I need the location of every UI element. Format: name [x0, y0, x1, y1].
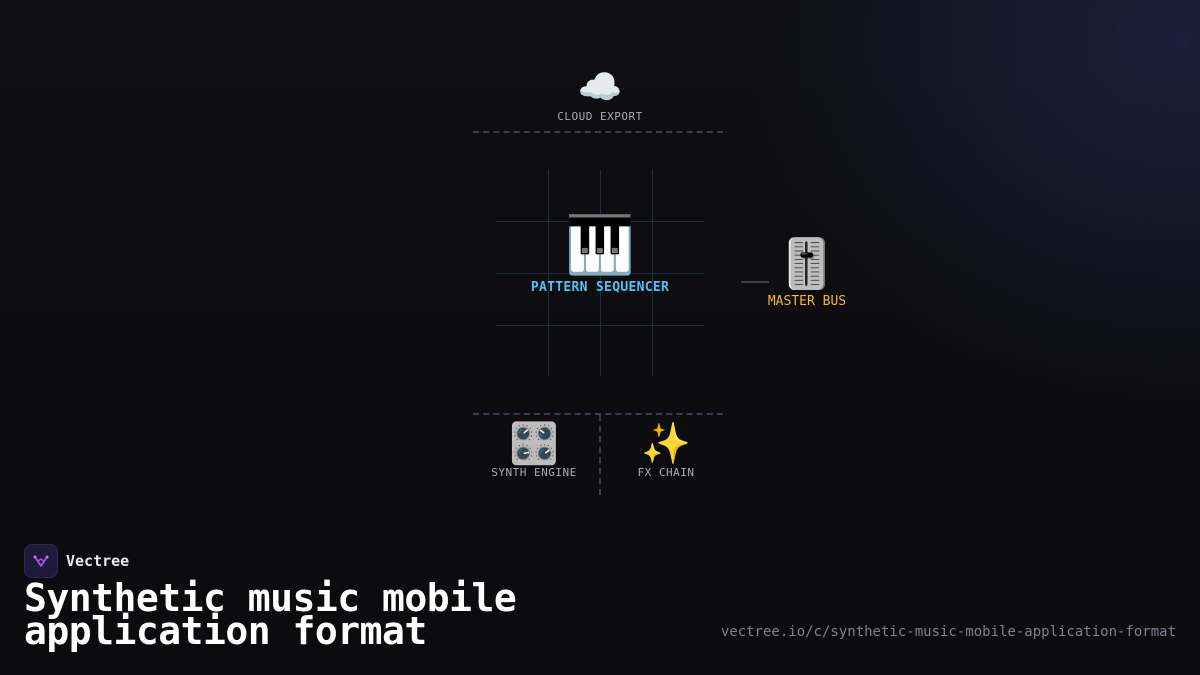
master-bus-label: MASTER BUS [767, 294, 847, 309]
master-bus-node: 🎚️ MASTER BUS [757, 240, 857, 309]
cloud-export-node: ☁️ CLOUD EXPORT [540, 67, 660, 124]
grid-line [496, 325, 704, 326]
fx-chain-label: FX CHAIN [637, 466, 695, 479]
page-url[interactable]: vectree.io/c/synthetic-music-mobile-appl… [720, 624, 1176, 640]
grid-line [496, 273, 704, 274]
fx-chain-node: ✨ FX CHAIN [616, 424, 716, 479]
vertical-dashed-divider [599, 415, 601, 495]
control-knobs-icon: 🎛️ [509, 421, 559, 467]
brand[interactable]: Vectree [24, 544, 129, 578]
top-dashed-divider [473, 131, 723, 133]
cloud-icon: ☁️ [577, 67, 623, 108]
cloud-export-label: CLOUD EXPORT [557, 110, 643, 123]
sequencer-to-master-connector [741, 281, 769, 283]
sparkles-icon: ✨ [641, 421, 691, 467]
grid-line [496, 221, 704, 222]
background-rays [680, 0, 1200, 675]
synth-engine-node: 🎛️ SYNTH ENGINE [484, 424, 584, 479]
bottom-dashed-divider [473, 413, 723, 415]
pattern-sequencer-label: PATTERN SEQUENCER [530, 280, 670, 295]
piano-keys-icon: 🎹 [565, 213, 635, 278]
page-title: Synthetic music mobile application forma… [24, 576, 517, 653]
vectree-logo-icon [24, 544, 58, 578]
pattern-sequencer-node: 🎹 PATTERN SEQUENCER [500, 213, 700, 296]
brand-name: Vectree [66, 552, 130, 570]
fader-icon: 🎚️ [777, 236, 837, 292]
synth-engine-label: SYNTH ENGINE [491, 466, 577, 479]
